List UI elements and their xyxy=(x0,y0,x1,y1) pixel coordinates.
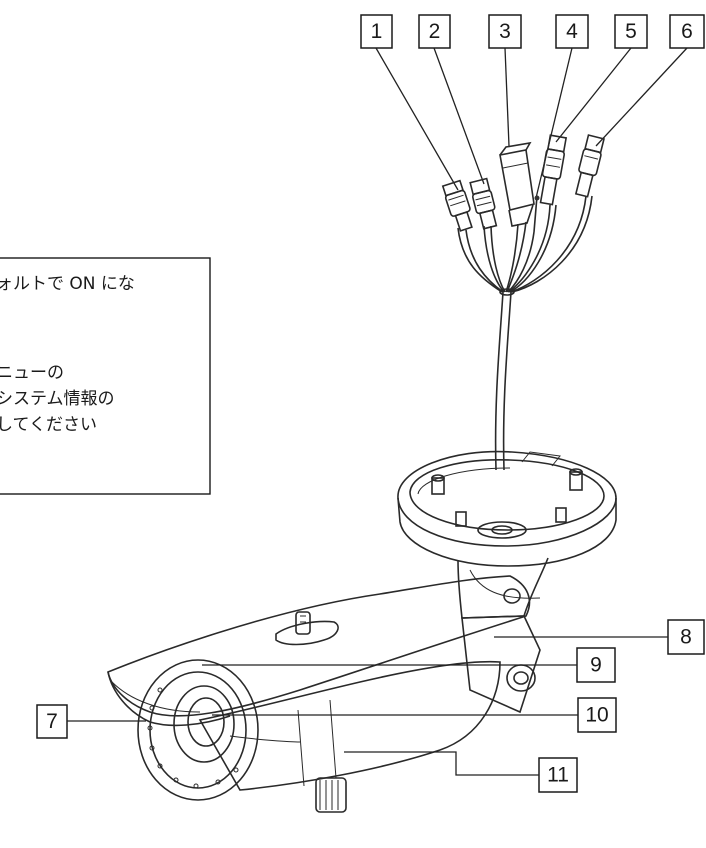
callout-4-label: 4 xyxy=(566,20,578,43)
callout-7: 7 xyxy=(36,704,68,739)
note-line-1: ォルトで ON にな xyxy=(0,274,135,294)
callout-5: 5 xyxy=(614,14,648,49)
callout-9-label: 9 xyxy=(590,654,602,677)
callout-1-label: 1 xyxy=(371,20,383,43)
callout-3: 3 xyxy=(488,14,522,49)
callout-5-label: 5 xyxy=(625,20,637,43)
callout-2: 2 xyxy=(418,14,451,49)
part-leaders xyxy=(67,636,668,776)
note-line-2: ニューの xyxy=(0,363,64,383)
callout-8-label: 8 xyxy=(680,626,692,649)
callout-6-label: 6 xyxy=(681,20,693,43)
callout-10: 10 xyxy=(577,697,617,733)
note-line-3: システム情報の xyxy=(0,389,115,409)
callout-3-label: 3 xyxy=(499,20,511,43)
note-line-4: してください xyxy=(0,415,97,435)
camera-body xyxy=(107,575,531,813)
callout-9: 9 xyxy=(576,647,616,683)
bracket-arm xyxy=(457,557,549,714)
note-box: ォルトで ON にな ニューの システム情報の してください xyxy=(0,257,211,495)
cable-wires xyxy=(457,195,593,471)
callout-11: 11 xyxy=(538,757,578,793)
callout-4: 4 xyxy=(555,14,589,49)
connector-leaders xyxy=(375,47,688,199)
mount-base xyxy=(397,450,617,567)
callout-10-label: 10 xyxy=(585,704,608,727)
callout-11-label: 11 xyxy=(547,764,569,787)
cable-connectors xyxy=(441,134,605,233)
callout-7-label: 7 xyxy=(46,710,58,733)
callout-2-label: 2 xyxy=(429,20,441,43)
callout-6: 6 xyxy=(669,14,705,49)
callout-8: 8 xyxy=(667,619,705,655)
callout-1: 1 xyxy=(360,14,393,49)
